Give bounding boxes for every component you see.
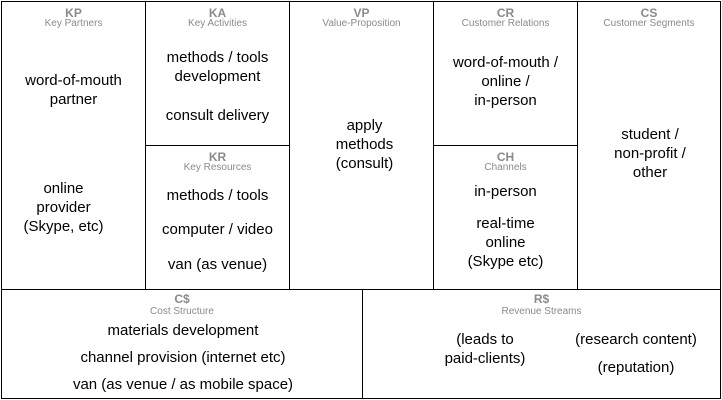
cost-structure-item-2: channel provision (internet etc) — [80, 349, 286, 366]
key-resources-item-2: computer / video — [162, 221, 273, 238]
channels-title: Channels — [484, 162, 527, 173]
channels-box: CH Channels in-person real-time online (… — [433, 145, 578, 290]
revenue-streams-abbr: R$ — [533, 292, 550, 306]
revenue-streams-box: R$ Revenue Streams (leads to paid-client… — [362, 289, 721, 399]
customer-relations-item-1: word-of-mouth / online / in-person — [452, 54, 559, 109]
channels-abbr: CH — [496, 150, 515, 164]
revenue-streams-item-2: (research content) — [575, 331, 697, 348]
revenue-streams-item-3: (reputation) — [597, 359, 675, 376]
key-activities-item-2: consult delivery — [165, 107, 270, 124]
customer-segments-item-1: student / non-profit / other — [614, 126, 686, 181]
key-partners-title: Key Partners — [44, 18, 103, 29]
key-resources-item-1: methods / tools — [166, 187, 269, 204]
cost-structure-abbr: C$ — [174, 292, 190, 306]
cost-structure-item-1: materials development — [107, 322, 259, 339]
customer-segments-title: Customer Segments — [603, 18, 695, 29]
key-activities-abbr: KA — [208, 6, 227, 20]
key-activities-title: Key Activities — [188, 18, 247, 29]
customer-relations-abbr: CR — [496, 6, 515, 20]
key-partners-item-2: online provider (Skype, etc) — [23, 180, 104, 235]
customer-relations-title: Customer Relations — [461, 18, 550, 29]
key-resources-abbr: KR — [208, 150, 227, 164]
key-partners-box: KP Key Partners word-of-mouth partner on… — [1, 1, 146, 290]
revenue-streams-title: Revenue Streams — [501, 306, 582, 317]
channels-item-2: real-time online (Skype etc) — [467, 215, 544, 270]
cost-structure-title: Cost Structure — [150, 306, 214, 317]
customer-segments-box: CS Customer Segments student / non-profi… — [577, 1, 721, 290]
value-proposition-abbr: VP — [353, 6, 370, 20]
key-partners-abbr: KP — [65, 6, 82, 20]
customer-relations-box: CR Customer Relations word-of-mouth / on… — [433, 1, 578, 146]
key-partners-item-1: word-of-mouth partner — [25, 72, 122, 108]
key-resources-box: KR Key Resources methods / tools compute… — [145, 145, 290, 290]
value-proposition-item-1: apply methods (consult) — [335, 117, 394, 172]
key-resources-item-3: van (as venue) — [167, 256, 268, 273]
cost-structure-box: C$ Cost Structure materials development … — [1, 289, 363, 399]
revenue-streams-item-1: (leads to paid-clients) — [444, 331, 526, 367]
key-activities-item-1: methods / tools development — [166, 49, 269, 85]
key-resources-title: Key Resources — [183, 162, 252, 173]
value-proposition-box: VP Value-Proposition apply methods (cons… — [289, 1, 434, 290]
value-proposition-title: Value-Proposition — [322, 18, 401, 29]
channels-item-1: in-person — [474, 183, 537, 200]
cost-structure-item-3: van (as venue / as mobile space) — [72, 376, 294, 393]
customer-segments-abbr: CS — [640, 6, 658, 20]
key-activities-box: KA Key Activities methods / tools develo… — [145, 1, 290, 146]
